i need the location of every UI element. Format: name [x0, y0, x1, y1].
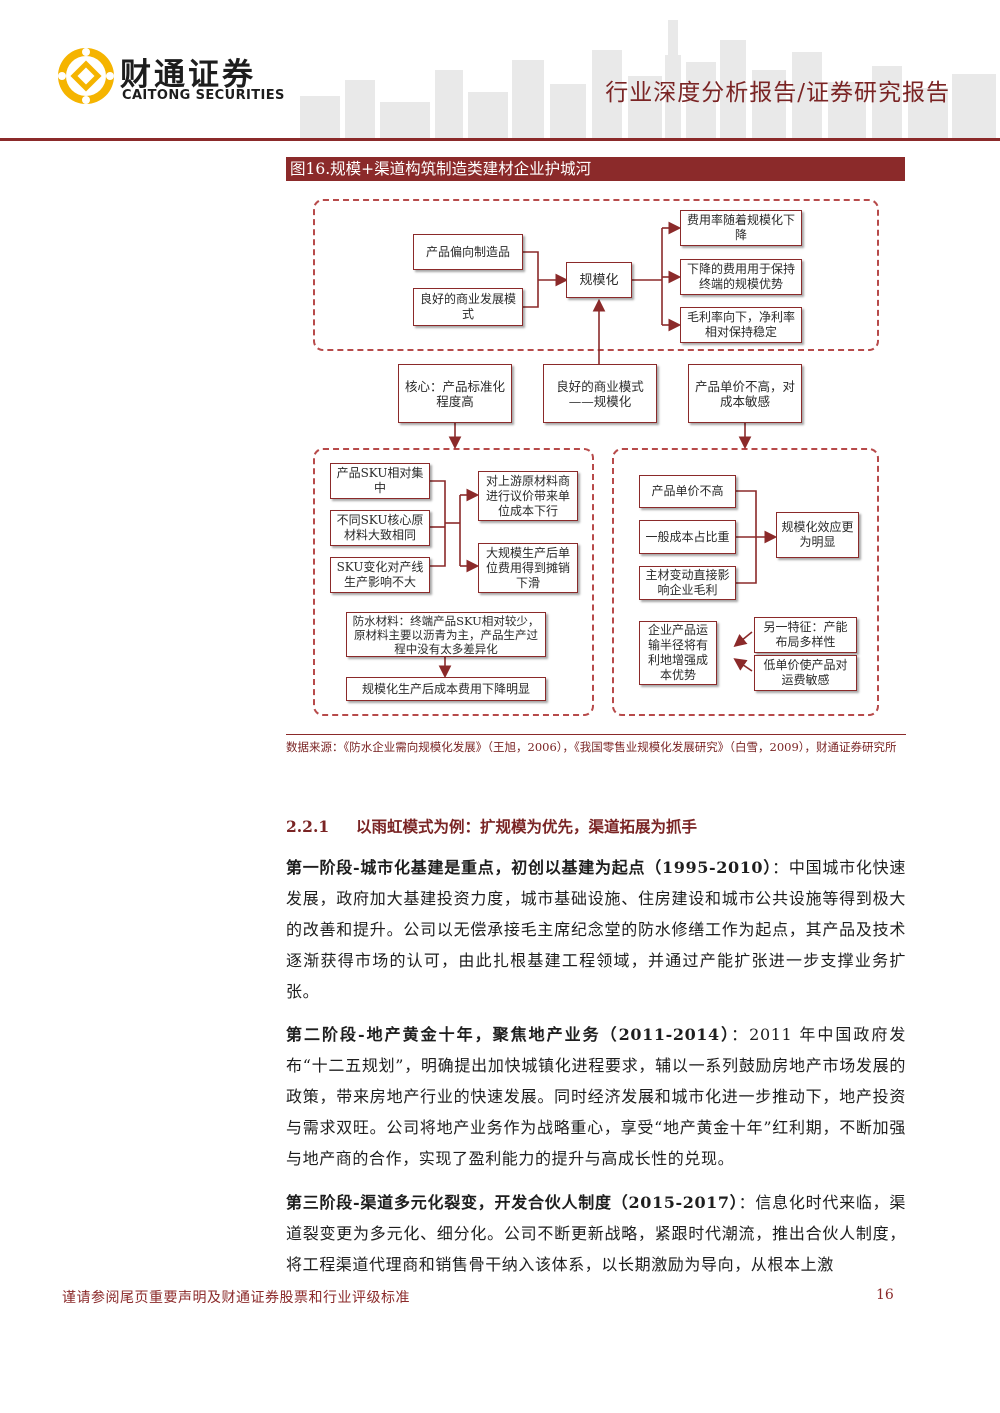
box-expense-ratio-decline: 费用率随着规模化下降: [680, 210, 802, 246]
page-number: 16: [876, 1287, 894, 1303]
box-good-business-model: 良好的商业发展模式: [413, 288, 523, 326]
paragraph-lead: 第二阶段-地产黄金十年，聚焦地产业务（2011-2014）: [286, 1025, 731, 1044]
box-cost-reduction-result: 规模化生产后成本费用下降明显: [346, 677, 546, 701]
paragraph-stage-2: 第二阶段-地产黄金十年，聚焦地产业务（2011-2014）：2011 年中国政府…: [286, 1019, 906, 1174]
paragraph-stage-3: 第三阶段-渠道多元化裂变，开发合伙人制度（2015-2017）：信息化时代来临，…: [286, 1187, 906, 1280]
paragraph-lead: 第三阶段-渠道多元化裂变，开发合伙人制度（2015-2017）: [286, 1193, 739, 1212]
box-amortized-expenses: 大规模生产后单位费用得到摊销下滑: [478, 543, 578, 593]
section-title: 以雨虹模式为例：扩规模为优先，渠道拓展为抓手: [356, 817, 697, 836]
paragraph-body: ：中国城市化快速发展，政府加大基建投资力度，城市基础设施、住房建设和城市公共设施…: [286, 858, 906, 1001]
figure-source-note: 数据来源：《防水企业需向规模化发展》（王旭，2006），《我国零售业规模化发展研…: [286, 739, 906, 755]
source-divider: [286, 734, 906, 735]
section-number: 2.2.1: [286, 817, 356, 836]
box-cost-share: 一般成本占比重: [639, 520, 736, 554]
footer-disclaimer: 谨请参阅尾页重要声明及财通证券股票和行业评级标准: [62, 1287, 410, 1307]
box-sku-materials-same: 不同SKU核心原材料大致相同: [330, 510, 430, 546]
box-capacity-layout: 另一特征：产能布局多样性: [754, 617, 857, 653]
paragraph-lead: 第一阶段-城市化基建是重点，初创以基建为起点（1995-2010）: [286, 858, 772, 877]
box-unit-price-low: 产品单价不高: [639, 475, 736, 508]
box-product-manufactured: 产品偏向制造品: [413, 234, 523, 270]
paragraph-stage-1: 第一阶段-城市化基建是重点，初创以基建为起点（1995-2010）：中国城市化快…: [286, 852, 906, 1007]
box-reduced-costs-terminal: 下降的费用用于保持终端的规模优势: [680, 259, 802, 295]
box-sku-production-impact: SKU变化对产线生产影响不大: [330, 557, 430, 593]
box-bargaining-power: 对上游原材料商进行议价带来单位成本下行: [478, 471, 578, 521]
box-transport-radius: 企业产品运输半径将有利地增强成本优势: [639, 621, 717, 685]
box-low-price-cost-sensitive: 产品单价不高，对成本敏感: [688, 364, 802, 423]
box-margin-stable: 毛利率向下，净利率相对保持稳定: [680, 307, 802, 343]
box-material-margin: 主材变动直接影响企业毛利: [639, 566, 736, 600]
box-sku-concentrated: 产品SKU相对集中: [330, 463, 430, 499]
box-freight-sensitive: 低单价使产品对运费敏感: [754, 655, 857, 691]
box-core-standardization: 核心：产品标准化程度高: [398, 364, 512, 423]
paragraph-body: ：2011 年中国政府发布“十二五规划”，明确提出加快城镇化进程要求，辅以一系列…: [286, 1025, 906, 1168]
box-waterproof-note: 防水材料：终端产品SKU相对较少，原材料主要以沥青为主，产品生产过程中没有太多差…: [346, 612, 546, 657]
box-scale-effect-obvious: 规模化效应更为明显: [776, 512, 859, 558]
box-business-model-scale: 良好的商业模式——规模化: [543, 364, 657, 423]
box-scale-up: 规模化: [566, 262, 632, 298]
